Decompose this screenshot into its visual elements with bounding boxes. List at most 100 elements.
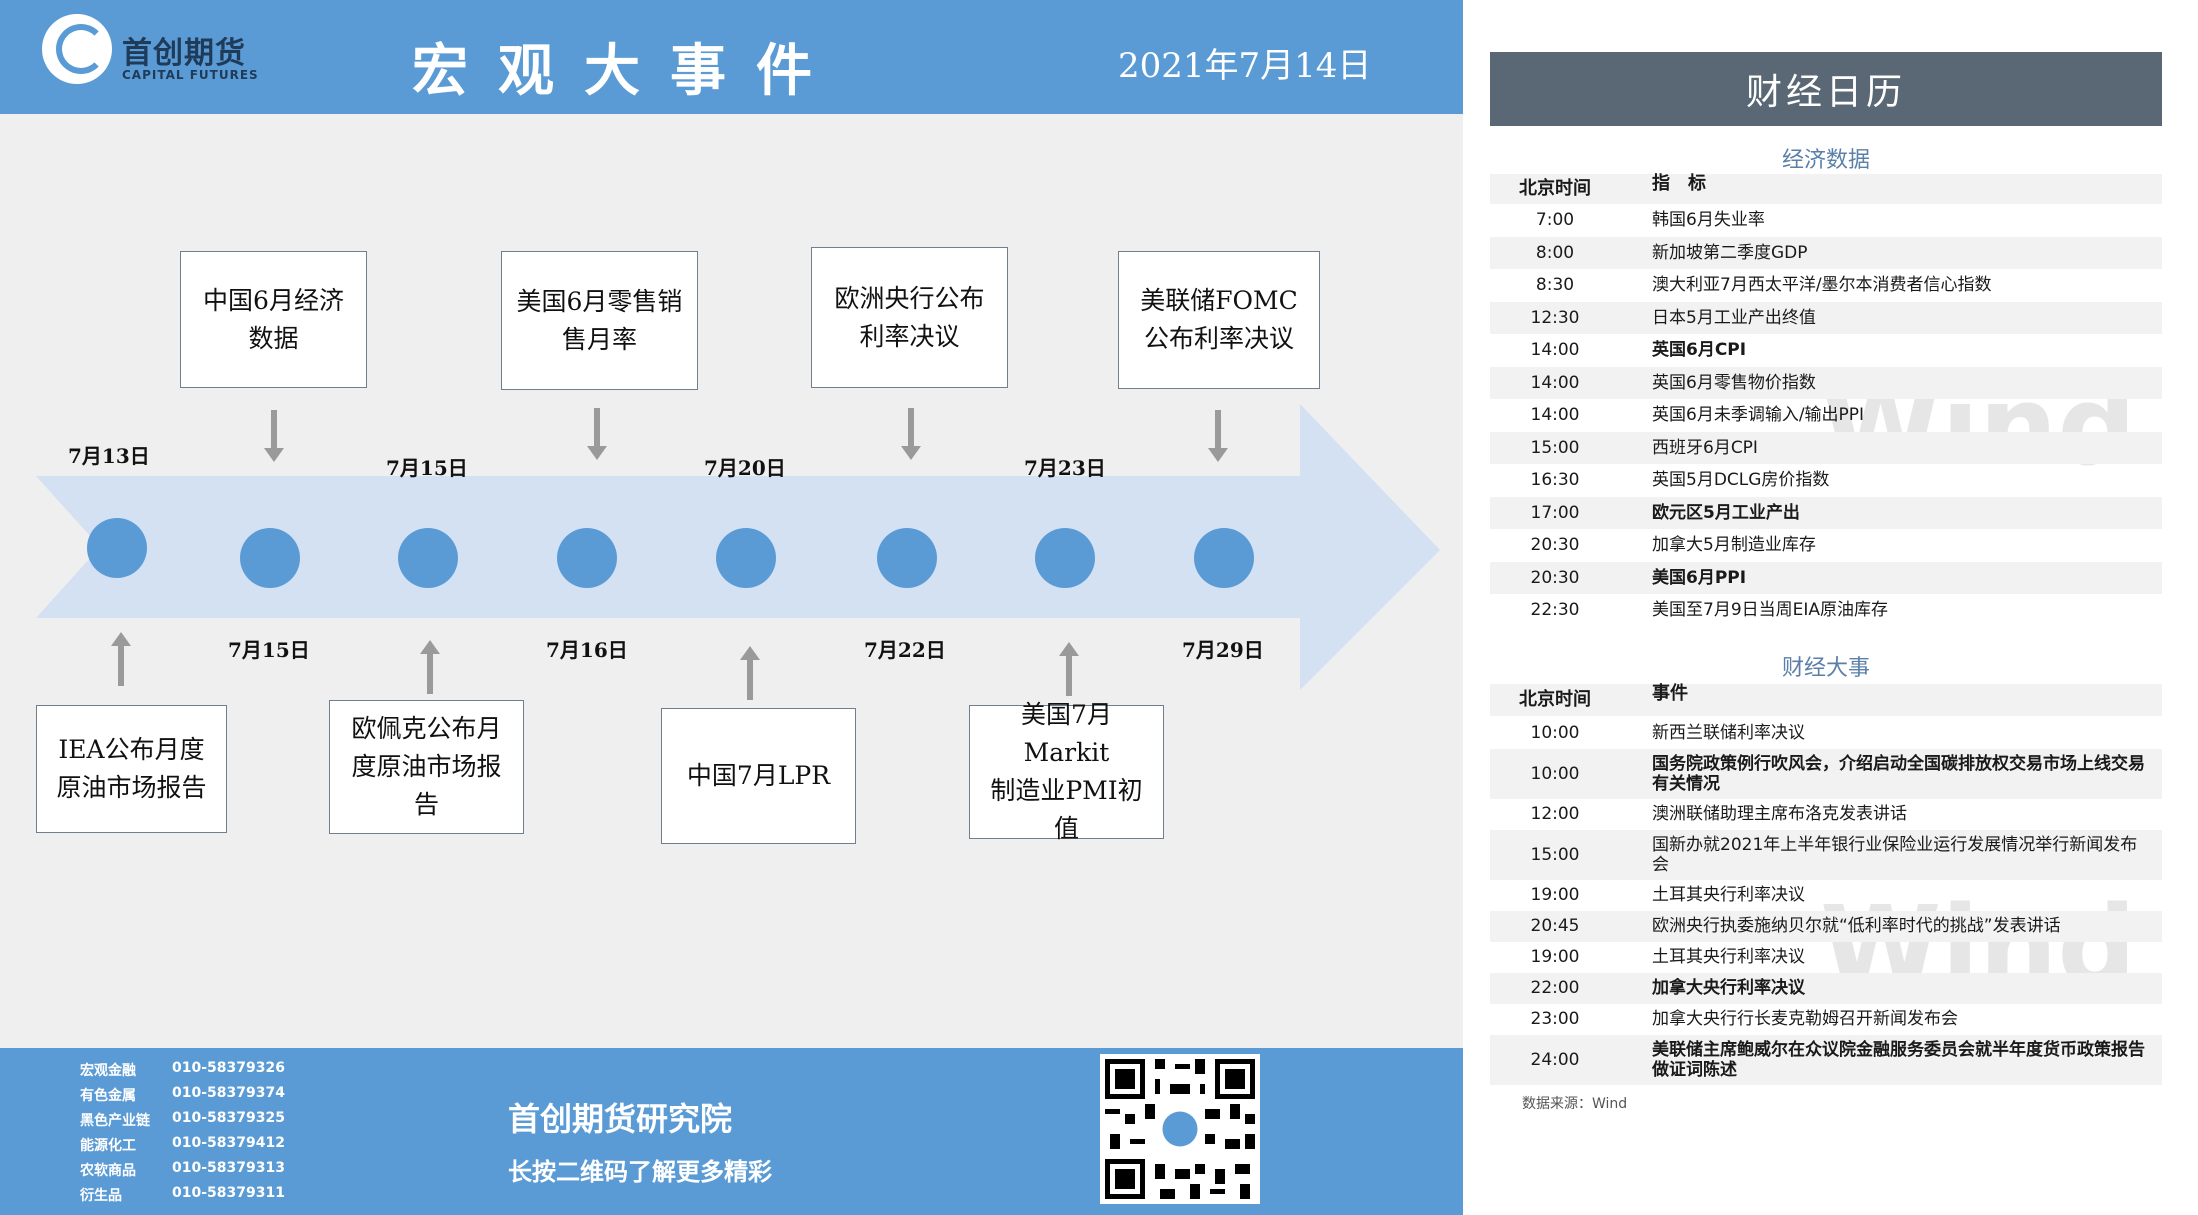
row-item: 欧洲央行执委施纳贝尔就“低利率时代的挑战”发表讲话	[1652, 916, 2061, 936]
date-label: 7月29日	[1182, 638, 1264, 662]
row-item: 英国6月零售物价指数	[1652, 372, 1816, 393]
row-time: 19:00	[1530, 947, 1580, 967]
event-box: 欧佩克公布月 度原油市场报 告	[329, 700, 524, 834]
arrow-down-icon	[587, 408, 607, 460]
date-label: 7月23日	[1024, 456, 1106, 480]
timeline-dot	[398, 528, 458, 588]
econ-row: 20:30 加拿大5月制造业库存	[1490, 529, 2162, 562]
slogan-text: 长按二维码了解更多精彩	[508, 1158, 772, 1186]
row-time: 12:30	[1530, 307, 1580, 328]
header-time: 北京时间	[1519, 178, 1591, 199]
row-item: 国新办就2021年上半年银行业保险业运行发展情况举行新闻发布会	[1652, 835, 2138, 875]
econ-row: 14:00 英国6月未季调输入/输出PPI	[1490, 399, 2162, 432]
event-box: 中国7月LPR	[661, 708, 856, 844]
event-row: 19:00 土耳其央行利率决议	[1490, 880, 2162, 911]
event-section-title: 财经大事	[1781, 656, 1870, 681]
timeline-dot	[557, 528, 617, 588]
logo-swirl-icon	[56, 24, 106, 74]
row-item: 澳大利亚7月西太平洋/墨尔本消费者信心指数	[1652, 275, 1992, 295]
econ-row: 7:00 韩国6月失业率	[1490, 204, 2162, 237]
row-item: 国务院政策例行吹风会，介绍启动全国碳排放权交易市场上线交易有关情况	[1652, 754, 2145, 794]
row-time: 20:30	[1530, 567, 1580, 588]
event-box: 美联储FOMC 公布利率决议	[1118, 251, 1320, 389]
header-item: 事件	[1652, 683, 1688, 704]
row-time: 8:00	[1535, 242, 1575, 263]
row-time: 10:00	[1530, 723, 1580, 743]
row-item: 美联储主席鲍威尔在众议院金融服务委员会就半年度货币政策报告做证词陈述	[1652, 1040, 2145, 1080]
timeline-dot	[1194, 528, 1254, 588]
report-date: 2021年7月14日	[1118, 46, 1372, 86]
row-time: 14:00	[1530, 405, 1580, 425]
row-item: 西班牙6月CPI	[1652, 437, 1758, 458]
event-box: IEA公布月度 原油市场报告	[36, 705, 227, 833]
row-item: 欧元区5月工业产出	[1652, 502, 1800, 523]
calendar-title: 财经日历	[1490, 52, 2162, 126]
event-row: 19:00 土耳其央行利率决议	[1490, 942, 2162, 973]
row-time: 16:30	[1530, 470, 1580, 490]
row-item: 英国6月CPI	[1652, 340, 1747, 360]
arrow-up-icon	[111, 632, 131, 686]
header-bar	[0, 0, 1463, 114]
date-label: 7月22日	[864, 638, 946, 662]
row-item: 新西兰联储利率决议	[1652, 723, 1805, 743]
row-time: 14:00	[1530, 372, 1580, 393]
arrow-down-icon	[1208, 410, 1228, 462]
date-label: 7月15日	[386, 456, 468, 480]
row-time: 17:00	[1530, 502, 1580, 523]
row-time: 10:00	[1530, 764, 1580, 784]
row-time: 19:00	[1530, 885, 1580, 905]
row-time: 23:00	[1530, 1009, 1580, 1029]
row-item: 澳洲联储助理主席布洛克发表讲话	[1652, 804, 1907, 824]
arrow-up-icon	[420, 640, 440, 694]
row-item: 土耳其央行利率决议	[1652, 885, 1805, 905]
timeline-dot	[87, 518, 147, 578]
date-label: 7月20日	[704, 456, 786, 480]
timeline-dot	[716, 528, 776, 588]
event-box: 美国6月零售销 售月率	[501, 251, 698, 390]
row-time: 15:00	[1530, 437, 1580, 458]
econ-row: 12:30 日本5月工业产出终值	[1490, 301, 2162, 334]
arrow-down-icon	[901, 408, 921, 460]
qr-code-icon[interactable]	[1100, 1054, 1260, 1204]
row-item: 土耳其央行利率决议	[1652, 947, 1805, 967]
header-item: 指 标	[1652, 173, 1706, 194]
logo-name-en: CAPITAL FUTURES	[122, 68, 259, 82]
row-item: 加拿大5月制造业库存	[1652, 535, 1816, 555]
event-box: 欧洲央行公布 利率决议	[811, 247, 1008, 388]
row-item: 韩国6月失业率	[1652, 210, 1765, 230]
row-item: 英国6月未季调输入/输出PPI	[1652, 405, 1865, 425]
row-time: 20:30	[1530, 535, 1580, 555]
event-box: 中国6月经济 数据	[180, 251, 367, 388]
arrow-up-icon	[1059, 642, 1079, 696]
row-time: 22:30	[1530, 600, 1580, 620]
row-item: 加拿大央行利率决议	[1652, 978, 1805, 998]
econ-table-header: 北京时间 指 标	[1490, 174, 2162, 204]
econ-row: 16:30 英国5月DCLG房价指数	[1490, 464, 2162, 497]
row-item: 加拿大央行行长麦克勒姆召开新闻发布会	[1652, 1009, 1958, 1029]
row-time: 14:00	[1530, 340, 1580, 360]
row-item: 英国5月DCLG房价指数	[1652, 470, 1830, 490]
row-time: 7:00	[1535, 210, 1575, 230]
row-item: 日本5月工业产出终值	[1652, 307, 1816, 328]
date-label: 7月16日	[546, 638, 628, 662]
date-label: 7月15日	[228, 638, 310, 662]
arrow-down-icon	[264, 410, 284, 462]
timeline-dot	[1035, 528, 1095, 588]
header-time: 北京时间	[1519, 689, 1591, 710]
econ-row: 14:00 英国6月CPI	[1490, 334, 2162, 367]
